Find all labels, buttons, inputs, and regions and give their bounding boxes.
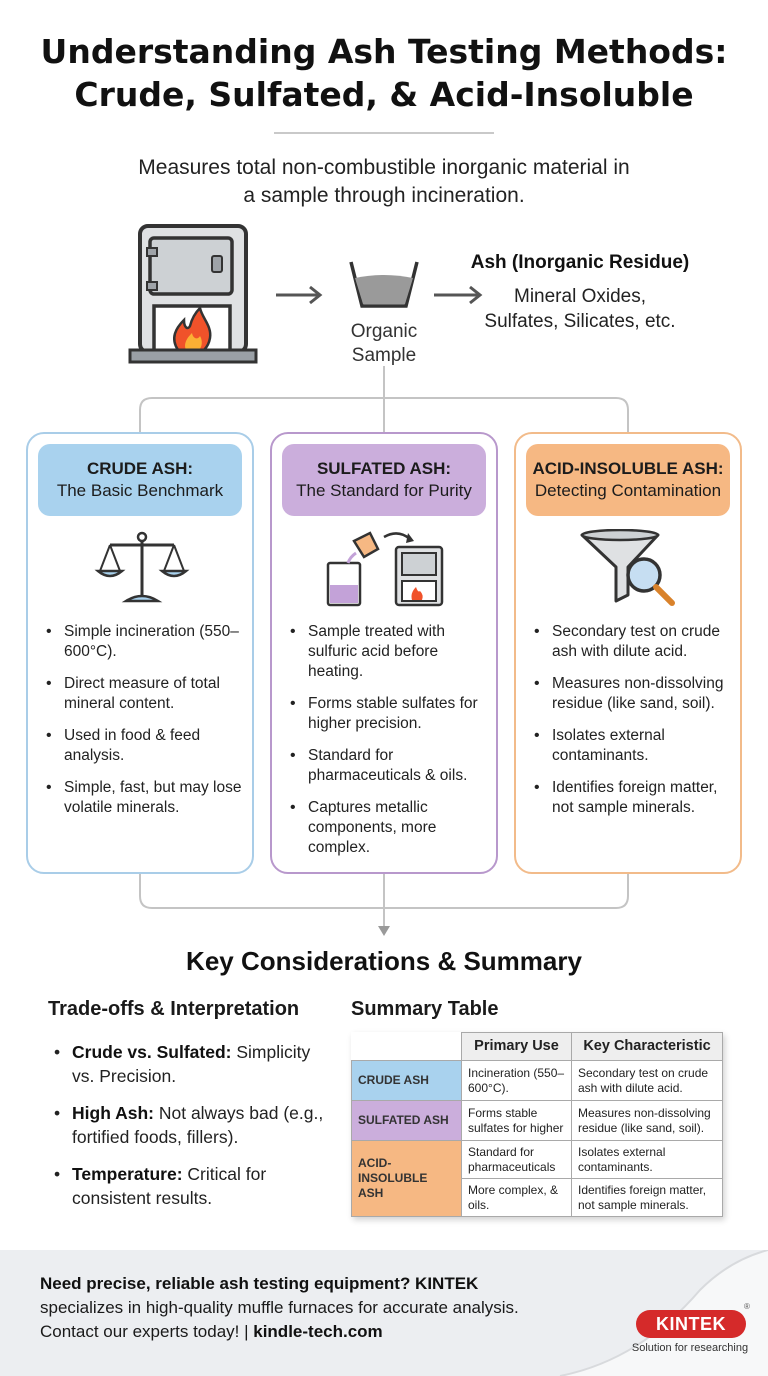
table-cell: Secondary test on crude ash with dilute … — [571, 1060, 723, 1101]
ash-line-2: Sulfates, Silicates, etc. — [484, 311, 676, 332]
crucible-icon — [349, 261, 419, 308]
card-subtitle: Detecting Contamination — [534, 481, 722, 500]
muffle-furnace-icon — [128, 224, 258, 364]
card-header-acid-insoluble-ash: ACID-INSOLUBLE ASH: Detecting Contaminat… — [526, 444, 730, 516]
table-cell: Measures non-dissolving residue (like sa… — [571, 1100, 723, 1141]
summary-table: Primary Use Key Characteristic CRUDE ASH… — [351, 1032, 723, 1217]
card-title: SULFATED ASH: — [316, 459, 452, 478]
summary-section-title: Key Considerations & Summary — [186, 946, 582, 976]
flow-arrow-1 — [276, 285, 323, 305]
ash-title: Ash (Inorganic Residue) — [470, 252, 690, 273]
sample-label-line-2: Sample — [351, 345, 417, 366]
row-header: CRUDE ASH — [351, 1060, 462, 1101]
page-subtitle: Measures total non-combustible inorganic… — [100, 154, 668, 210]
list-item: Identifies foreign matter, not sample mi… — [532, 778, 738, 818]
tradeoffs-list: Crude vs. Sulfated: Simplicity vs. Preci… — [52, 1040, 332, 1223]
table-cell: Standard for pharmaceuticals — [461, 1140, 572, 1179]
table-header-row: Primary Use Key Characteristic — [351, 1032, 723, 1061]
card-crude-ash: CRUDE ASH: The Basic Benchmark Simple in… — [26, 432, 254, 874]
list-item: Captures metallic components, more compl… — [288, 798, 494, 858]
kintek-logo[interactable]: KINTEK — [636, 1310, 746, 1338]
down-arrow-head — [378, 926, 390, 936]
table-row: ACID-INSOLUBLE ASH Standard for pharmace… — [351, 1140, 723, 1217]
tradeoff-text: Critical for consistent results. — [72, 1164, 267, 1208]
footer-website-link[interactable]: kindle-tech.com — [253, 1322, 383, 1341]
funnel-magnifier-icon — [580, 529, 675, 606]
table-cell: More complex, & oils. — [461, 1178, 572, 1217]
list-item: Direct measure of total mineral content. — [44, 674, 250, 714]
footer-headline: Need precise, reliable ash testing equip… — [40, 1274, 479, 1293]
balance-scale-icon — [94, 531, 190, 603]
list-item: Secondary test on crude ash with dilute … — [532, 622, 738, 662]
tradeoff-text: Not always bad (e.g., fortified foods, f… — [72, 1103, 324, 1147]
row-header: ACID-INSOLUBLE ASH — [351, 1140, 462, 1217]
card-title: ACID-INSOLUBLE ASH: — [532, 459, 724, 478]
card-acid-insoluble-ash: ACID-INSOLUBLE ASH: Detecting Contaminat… — [514, 432, 742, 874]
acid-pour-furnace-icon — [326, 531, 444, 607]
title-divider — [274, 132, 494, 134]
column-header: Primary Use — [461, 1032, 572, 1061]
card-subtitle: The Standard for Purity — [296, 481, 472, 500]
tradeoffs-title: Trade-offs & Interpretation — [48, 998, 300, 1020]
logo-tagline: Solution for researching — [631, 1342, 749, 1354]
tradeoff-label: Temperature: — [72, 1164, 183, 1184]
list-item: Crude vs. Sulfated: Simplicity vs. Preci… — [52, 1040, 332, 1088]
list-item: Sample treated with sulfuric acid before… — [288, 622, 494, 682]
footer-text: Need precise, reliable ash testing equip… — [40, 1272, 600, 1344]
table-cell: Incineration (550–600°C). — [461, 1060, 572, 1101]
tradeoff-label: High Ash: — [72, 1103, 154, 1123]
subtitle-line-1: Measures total non-combustible inorganic… — [138, 156, 630, 179]
column-header: Key Characteristic — [571, 1032, 723, 1061]
card-header-sulfated-ash: SULFATED ASH: The Standard for Purity — [282, 444, 486, 516]
table-row: SULFATED ASH Forms stable sulfates for h… — [351, 1100, 723, 1141]
page-curl-decoration — [559, 1250, 768, 1376]
table-cell: Identifies foreign matter, not sample mi… — [571, 1178, 723, 1217]
list-item: Standard for pharmaceuticals & oils. — [288, 746, 494, 786]
list-item: Temperature: Critical for consistent res… — [52, 1162, 332, 1210]
list-item: High Ash: Not always bad (e.g., fortifie… — [52, 1101, 332, 1149]
ash-description: Mineral Oxides, Sulfates, Silicates, etc… — [440, 284, 720, 334]
card-subtitle: The Basic Benchmark — [56, 481, 224, 500]
flow-arrow-2 — [434, 285, 483, 305]
process-diagram — [128, 224, 629, 936]
title-line-2: Crude, Sulfated, & Acid-Insoluble — [74, 75, 694, 114]
card-title: CRUDE ASH: — [86, 459, 194, 478]
sample-label-line-1: Organic — [350, 321, 418, 342]
table-corner — [351, 1032, 462, 1061]
list-item: Simple, fast, but may lose volatile mine… — [44, 778, 250, 818]
sample-label: Organic Sample — [334, 320, 434, 368]
list-item: Used in food & feed analysis. — [44, 726, 250, 766]
list-item: Measures non-dissolving residue (like sa… — [532, 674, 738, 714]
card-header-crude-ash: CRUDE ASH: The Basic Benchmark — [38, 444, 242, 516]
table-row: More complex, & oils. Identifies foreign… — [352, 1178, 723, 1217]
table-row: CRUDE ASH Incineration (550–600°C). Seco… — [351, 1060, 723, 1101]
list-item: Forms stable sulfates for higher precisi… — [288, 694, 494, 734]
ash-line-1: Mineral Oxides, — [514, 286, 646, 307]
card-sulfated-ash: SULFATED ASH: The Standard for Purity Sa… — [270, 432, 498, 874]
bullet-list: Simple incineration (550–600°C). Direct … — [44, 622, 250, 830]
footer-contact-text: Contact our experts today! | — [40, 1322, 254, 1341]
connector-lines — [139, 366, 629, 930]
footer-line-2: specializes in high-quality muffle furna… — [40, 1298, 519, 1317]
list-item: Isolates external contaminants. — [532, 726, 738, 766]
list-item: Simple incineration (550–600°C). — [44, 622, 250, 662]
logo-text: KINTEK — [656, 1314, 726, 1334]
tradeoff-label: Crude vs. Sulfated: — [72, 1042, 232, 1062]
row-header: SULFATED ASH — [351, 1100, 462, 1141]
registered-mark: ® — [744, 1302, 750, 1311]
subtitle-line-2: a sample through incineration. — [243, 184, 525, 207]
tradeoff-text: Simplicity vs. Precision. — [72, 1042, 311, 1086]
bullet-list: Sample treated with sulfuric acid before… — [288, 622, 494, 870]
table-cell: Isolates external contaminants. — [571, 1140, 723, 1179]
table-cell: Forms stable sulfates for higher — [461, 1100, 572, 1141]
summary-table-title: Summary Table — [351, 998, 499, 1020]
bullet-list: Secondary test on crude ash with dilute … — [532, 622, 738, 830]
title-line-1: Understanding Ash Testing Methods: — [40, 32, 728, 71]
page-title: Understanding Ash Testing Methods: Crude… — [0, 30, 768, 116]
